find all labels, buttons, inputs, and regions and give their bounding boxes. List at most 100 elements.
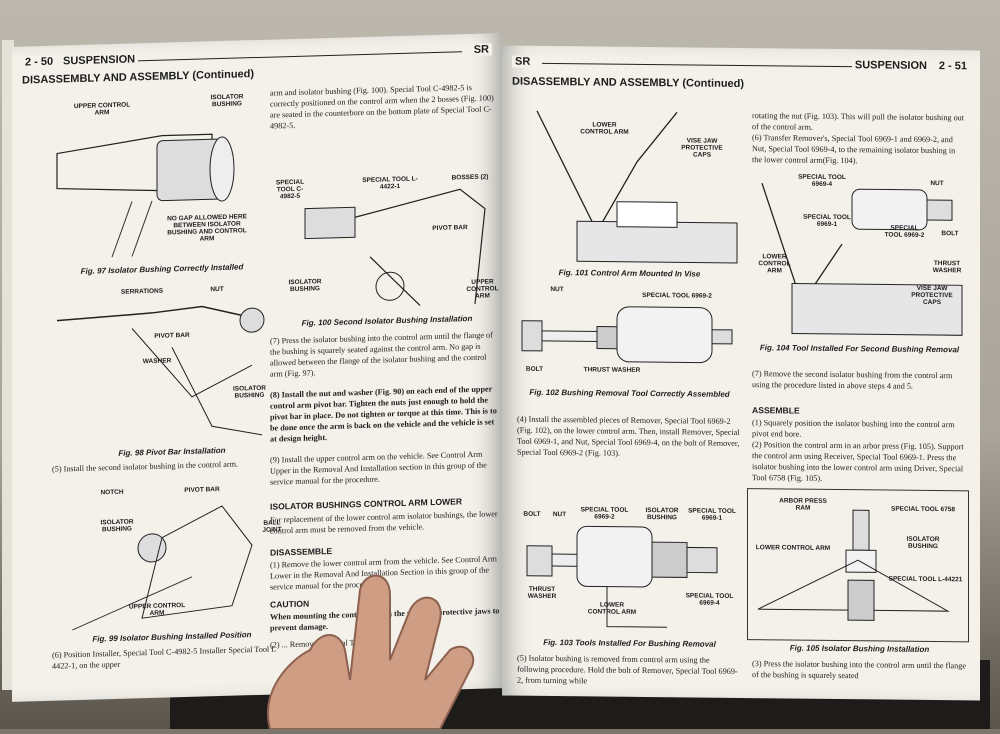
figure-101-drawing [536, 110, 738, 264]
label-washer: WASHER [142, 357, 172, 366]
right-step5: (5) Isolator bushing is removed from con… [517, 653, 738, 686]
label-nut: NUT [210, 285, 224, 294]
label-pivot-bar-100: PIVOT BAR [432, 224, 468, 233]
section-title-right: DISASSEMBLY AND ASSEMBLY (Continued) [512, 75, 745, 91]
chapter-title: SUSPENSION [60, 53, 139, 68]
caption-fig103: Fig. 103 Tools Installed For Bushing Rem… [543, 637, 716, 649]
corner-code: SR [470, 43, 492, 57]
label-bolt-104: BOLT [941, 230, 959, 238]
figure-105: ARBOR PRESS RAM SPECIAL TOOL 6758 ISOLAT… [747, 488, 969, 643]
label-pivot-bar-99: PIVOT BAR [184, 486, 220, 495]
right-step7: (7) Remove the second isolator bushing f… [752, 369, 953, 391]
label-tool-6969-4-103: SPECIAL TOOL 6969-4 [685, 592, 734, 607]
label-tool-c4982-5: SPECIAL TOOL C-4982-5 [275, 178, 305, 201]
figure-98: SERRATIONS NUT PIVOT BAR WASHER ISOLATOR… [52, 285, 272, 476]
label-lower-control-arm-103: LOWER CONTROL ARM [587, 601, 637, 616]
label-tool-6969-4-104: SPECIAL TOOL 6969-4 [798, 173, 846, 188]
left-text-top: arm and isolator bushing (Fig. 100). Spe… [270, 82, 494, 131]
figure-104-drawing [761, 183, 963, 336]
figure-103: BOLT NUT SPECIAL TOOL 6969-2 ISOLATOR BU… [517, 486, 742, 638]
label-vise-jaw-caps-104: VISE JAW PROTECTIVE CAPS [911, 284, 953, 307]
header-rule [132, 51, 462, 62]
label-thrust-washer-104: THRUST WASHER [932, 260, 962, 275]
label-tool-l4422-1: SPECIAL TOOL L-4422-1 [362, 175, 418, 191]
label-isolator-bushing-105: ISOLATOR BUSHING [906, 535, 940, 551]
label-pivot-bar: PIVOT BAR [154, 331, 190, 340]
left-step7: (7) Press the isolator bushing into the … [270, 330, 493, 379]
caption-fig105: Fig. 105 Isolator Bushing Installation [789, 643, 930, 654]
caption-fig101: Fig. 101 Control Arm Mounted In Vise [558, 268, 701, 279]
label-nut-104: NUT [930, 179, 944, 188]
label-tool-l44221: SPECIAL TOOL L-44221 [888, 575, 963, 584]
label-upper-control-arm-99: UPPER CONTROL ARM [128, 602, 186, 618]
right-step4: (4) Install the assembled pieces of Remo… [517, 414, 740, 458]
header-rule-right [542, 62, 860, 68]
figure-100: SPECIAL TOOL C-4982-5 SPECIAL TOOL L-442… [270, 133, 500, 314]
left-page: 2 - 50 SUSPENSION SR DISASSEMBLY AND ASS… [12, 33, 502, 702]
label-notch: NOTCH [100, 488, 124, 497]
assemble-step3: (3) Press the isolator bushing into the … [752, 659, 966, 681]
figure-97-drawing [56, 133, 235, 258]
label-vise-jaw-caps-101: VISE JAW PROTECTIVE CAPS [681, 137, 723, 159]
label-tool-6969-2-102: SPECIAL TOOL 6969-2 [642, 291, 712, 300]
sub-text: For replacement of the lower control arm… [270, 509, 498, 536]
label-isolator-bushing-99: ISOLATOR BUSHING [100, 518, 134, 534]
label-tool-6969-2-104: SPECIAL TOOL 6969-2 [884, 224, 925, 239]
page-header-right: SR SUSPENSION 2 - 51 [512, 55, 970, 73]
label-nut-103: NUT [552, 511, 567, 519]
page-header: 2 - 50 SUSPENSION SR [22, 43, 492, 69]
figure-103-drawing [526, 525, 718, 628]
left-step8: (8) Install the nut and washer (Fig. 90)… [270, 384, 497, 444]
right-page: SR SUSPENSION 2 - 51 DISASSEMBLY AND ASS… [502, 45, 980, 701]
label-arbor-press-ram: ARBOR PRESS RAM [779, 497, 827, 512]
section-title: DISASSEMBLY AND ASSEMBLY (Continued) [22, 68, 255, 87]
figure-104: SPECIAL TOOL 6969-4 NUT SPECIAL TOOL 696… [752, 173, 967, 340]
label-upper-control-arm-100: UPPER CONTROL ARM [466, 278, 499, 300]
page-number-right: 2 - 51 [935, 60, 970, 73]
caption-fig100: Fig. 100 Second Isolator Bushing Install… [301, 313, 473, 328]
left-step9: (9) Install the upper control arm on the… [270, 449, 487, 487]
label-lower-control-arm-104: LOWER CONTROL ARM [758, 253, 791, 275]
assemble-heading: ASSEMBLE [752, 405, 800, 416]
page-edges [2, 40, 14, 690]
label-lower-control-arm-105: LOWER CONTROL ARM [755, 544, 831, 552]
figure-100-drawing [304, 188, 486, 306]
label-bolt-103: BOLT [523, 510, 541, 518]
caption-fig102: Fig. 102 Bushing Removal Tool Correctly … [529, 387, 730, 399]
caption-fig104: Fig. 104 Tool Installed For Second Bushi… [759, 343, 960, 355]
figure-105-drawing [757, 509, 950, 621]
label-bolt-102: BOLT [525, 365, 544, 373]
label-thrust-washer-102: THRUST WASHER [583, 366, 641, 374]
label-isolator-bushing-100: ISOLATOR BUSHING [288, 278, 322, 294]
assemble-step1: (1) Squarely position the isolator bushi… [752, 418, 955, 439]
hand-fingers [250, 570, 510, 730]
figure-102-drawing [521, 306, 733, 364]
page-number: 2 - 50 [22, 55, 57, 69]
corner-code-right: SR [512, 55, 534, 68]
right-step6: (6) Transfer Remover's, Special Tool 696… [752, 133, 956, 166]
right-text-top: rotating the nut (Fig. 103). This will p… [752, 111, 965, 132]
label-isolator-bushing-98: ISOLATOR BUSHING [233, 384, 266, 400]
figure-99: NOTCH PIVOT BAR ISOLATOR BUSHING BALL JO… [52, 484, 282, 631]
disassemble-heading: DISASSEMBLE [270, 545, 333, 558]
label-thrust-washer-103: THRUST WASHER [527, 585, 557, 601]
assemble-step2: (2) Position the control arm in an arbor… [752, 440, 964, 483]
label-no-gap: NO GAP ALLOWED HERE BETWEEN ISOLATOR BUS… [167, 213, 247, 243]
label-tool-6969-1-103: SPECIAL TOOL 6969-1 [688, 507, 736, 522]
label-nut-102: NUT [550, 286, 564, 294]
figure-97: UPPER CONTROL ARM ISOLATOR BUSHING NO GA… [52, 88, 252, 264]
caption-fig97: Fig. 97 Isolator Bushing Correctly Insta… [80, 262, 244, 276]
figure-98-drawing [56, 305, 265, 436]
label-bosses: BOSSES (2) [451, 173, 489, 182]
figure-101: LOWER CONTROL ARM VISE JAW PROTECTIVE CA… [517, 101, 742, 268]
label-lower-control-arm-101: LOWER CONTROL ARM [580, 121, 629, 136]
label-isolator-bushing-103: ISOLATOR BUSHING [645, 506, 679, 522]
caption-fig99: Fig. 99 Isolator Bushing Installed Posit… [92, 630, 252, 644]
label-tool-6969-2-103: SPECIAL TOOL 6969-2 [580, 506, 629, 521]
label-upper-control-arm: UPPER CONTROL ARM [73, 101, 131, 117]
figure-102: NUT SPECIAL TOOL 6969-2 BOLT THRUST WASH… [517, 286, 742, 383]
label-tool-6969-1-104: SPECIAL TOOL 6969-1 [803, 213, 851, 229]
figure-99-drawing [71, 505, 253, 631]
label-tool-6758: SPECIAL TOOL 6758 [891, 505, 955, 514]
chapter-title-right: SUSPENSION [851, 59, 930, 72]
